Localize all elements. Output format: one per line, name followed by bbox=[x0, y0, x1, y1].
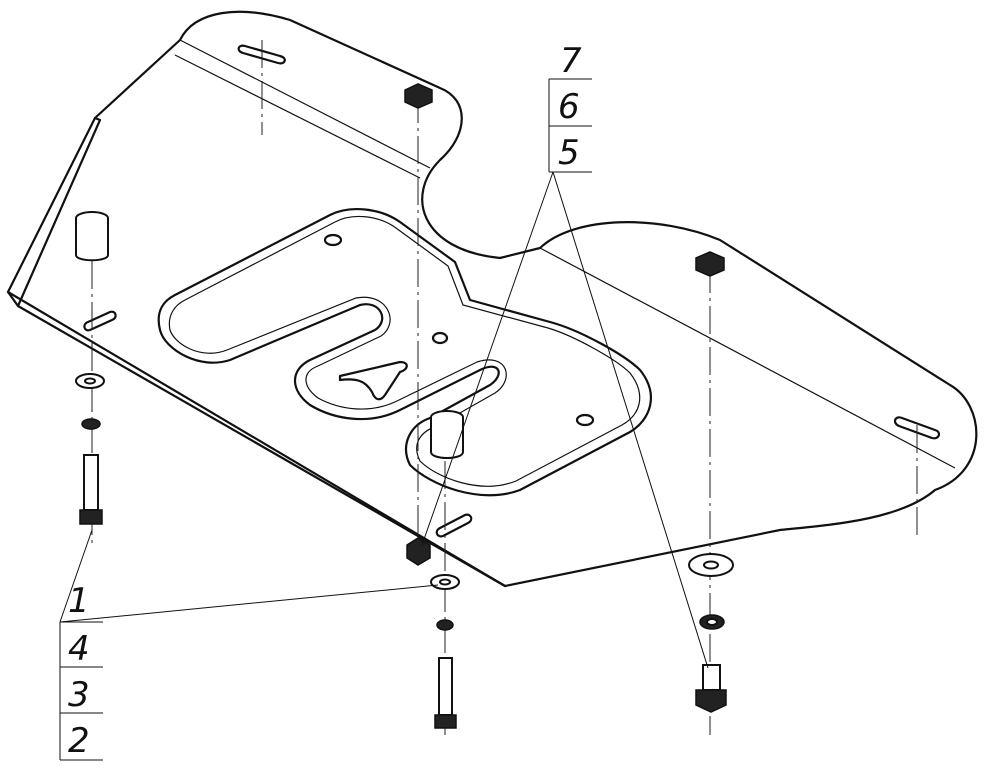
slot-top-left bbox=[237, 44, 286, 65]
weld-nut-right bbox=[695, 251, 725, 277]
spacer-sleeve-left bbox=[75, 211, 109, 262]
callout-3: 3 bbox=[68, 675, 90, 715]
bend-line-left-2 bbox=[174, 54, 421, 179]
plate-left-flange bbox=[16, 116, 102, 308]
bolt-center bbox=[438, 657, 453, 716]
nut-center bbox=[406, 537, 431, 566]
spacer-sleeve-center bbox=[430, 410, 464, 459]
slot-front-edge bbox=[435, 513, 473, 538]
callout-4: 4 bbox=[68, 629, 90, 669]
slot-left-edge bbox=[83, 310, 117, 332]
fastener-stack-left bbox=[75, 373, 105, 525]
callout-7: 7 bbox=[560, 41, 582, 81]
hole-3 bbox=[575, 413, 595, 427]
plate-outline bbox=[6, 10, 978, 588]
slot-right bbox=[893, 416, 941, 440]
bolt-left bbox=[83, 454, 99, 511]
bolt-right bbox=[702, 664, 721, 691]
callout-1: 1 bbox=[68, 581, 90, 621]
axis-lines bbox=[91, 40, 918, 740]
fastener-stack-right bbox=[688, 553, 734, 713]
callout-5: 5 bbox=[558, 133, 580, 173]
callout-2: 2 bbox=[68, 721, 90, 761]
hole-1 bbox=[323, 233, 343, 247]
bend-line-right bbox=[539, 247, 956, 469]
skid-plate bbox=[6, 10, 978, 588]
callout-6: 6 bbox=[558, 87, 580, 127]
leader-lines bbox=[59, 171, 709, 669]
bend-line-left bbox=[179, 39, 431, 169]
logo-mark bbox=[338, 360, 408, 401]
lock-washer-left bbox=[81, 418, 101, 430]
callout-stack-left: 1 4 3 2 bbox=[59, 581, 103, 761]
emboss-rib bbox=[157, 208, 652, 497]
weld-nut-top bbox=[404, 83, 433, 109]
hole-2 bbox=[431, 331, 449, 345]
lock-washer-center bbox=[436, 619, 454, 631]
callout-stack-right: 7 6 5 bbox=[548, 41, 592, 173]
emboss-rib-inner bbox=[168, 215, 641, 487]
fastener-stack-center bbox=[406, 537, 460, 729]
